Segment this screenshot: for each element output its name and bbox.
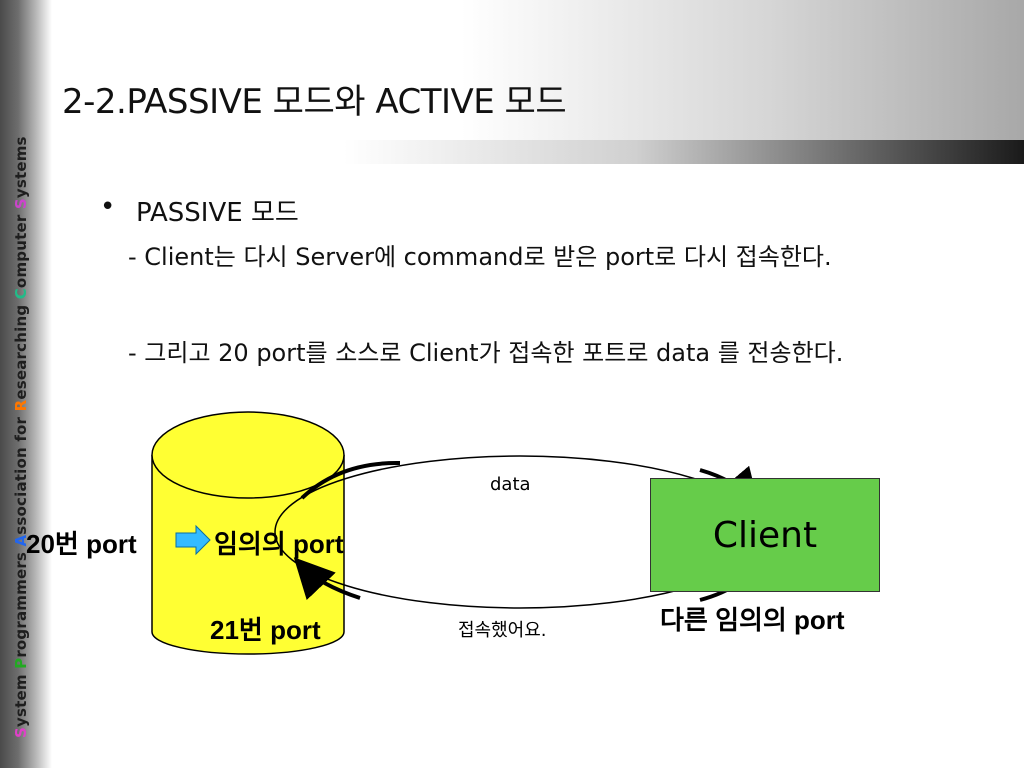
server-port-20-label: 20번 port <box>26 529 137 559</box>
server-cylinder <box>151 411 345 655</box>
sub-item-reconnect: - Client는 다시 Server에 command로 받은 port로 다… <box>128 243 832 271</box>
sub-item-send-data: - 그리고 20 port를 소스로 Client가 접속한 포트로 data … <box>128 339 844 367</box>
data-arrow <box>300 460 401 500</box>
bullet-marker: • <box>100 192 116 222</box>
title-underline-gradient <box>52 140 1024 164</box>
client-box: Client <box>650 478 880 592</box>
server-port-21-label: 21번 port <box>210 615 321 645</box>
client-port-label: 다른 임의의 port <box>660 605 845 635</box>
bullet-text: PASSIVE 모드 <box>136 198 299 228</box>
client-label: Client <box>712 514 818 556</box>
connected-label: 접속했어요. <box>458 620 547 641</box>
data-label: data <box>490 474 531 495</box>
port-map-arrow-icon <box>175 524 211 556</box>
server-random-port-label: 임의의 port <box>214 529 344 559</box>
page-title: 2-2.PASSIVE 모드와 ACTIVE 모드 <box>62 82 567 122</box>
connect-arrow-head <box>293 557 361 601</box>
side-bar <box>0 0 52 768</box>
